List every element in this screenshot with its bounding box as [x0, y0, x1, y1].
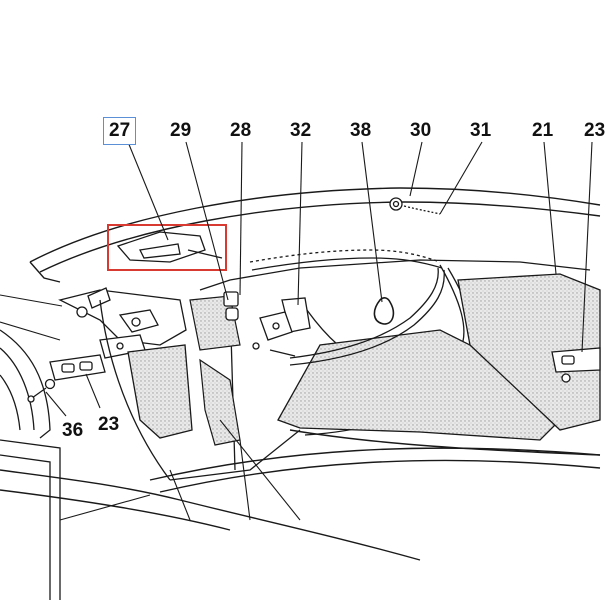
- hood-strut-30: [389, 197, 441, 215]
- callout-32[interactable]: 32: [290, 120, 312, 141]
- right-latch-plate: [551, 347, 601, 383]
- callout-21[interactable]: 21: [532, 120, 554, 141]
- cable-clip-38: [373, 297, 395, 325]
- callout-31[interactable]: 31: [470, 120, 492, 141]
- leader-lines: [0, 141, 593, 521]
- screw-left: [76, 287, 111, 318]
- release-lever-32: [259, 297, 311, 357]
- release-cable: [249, 249, 445, 366]
- callout-28[interactable]: 28: [230, 120, 252, 141]
- callout-38[interactable]: 38: [350, 120, 372, 141]
- left-insulation-panel: [127, 344, 193, 439]
- left-latch-plate: [49, 354, 106, 381]
- part-27-highlight-box: [107, 224, 227, 271]
- callout-36[interactable]: 36: [62, 420, 84, 441]
- right-insulation-panel: [457, 273, 601, 431]
- left-side-panel: [199, 358, 241, 446]
- callout-27[interactable]: 27: [103, 117, 137, 145]
- callout-23-left[interactable]: 23: [98, 414, 120, 435]
- callout-23-right[interactable]: 23: [584, 120, 605, 141]
- left-fender: [0, 329, 61, 600]
- bolt-36: [27, 378, 56, 403]
- callout-29[interactable]: 29: [170, 120, 192, 141]
- prop-bracket-28: [223, 291, 260, 350]
- part-27-hood-mount: [116, 231, 223, 263]
- callout-30[interactable]: 30: [410, 120, 432, 141]
